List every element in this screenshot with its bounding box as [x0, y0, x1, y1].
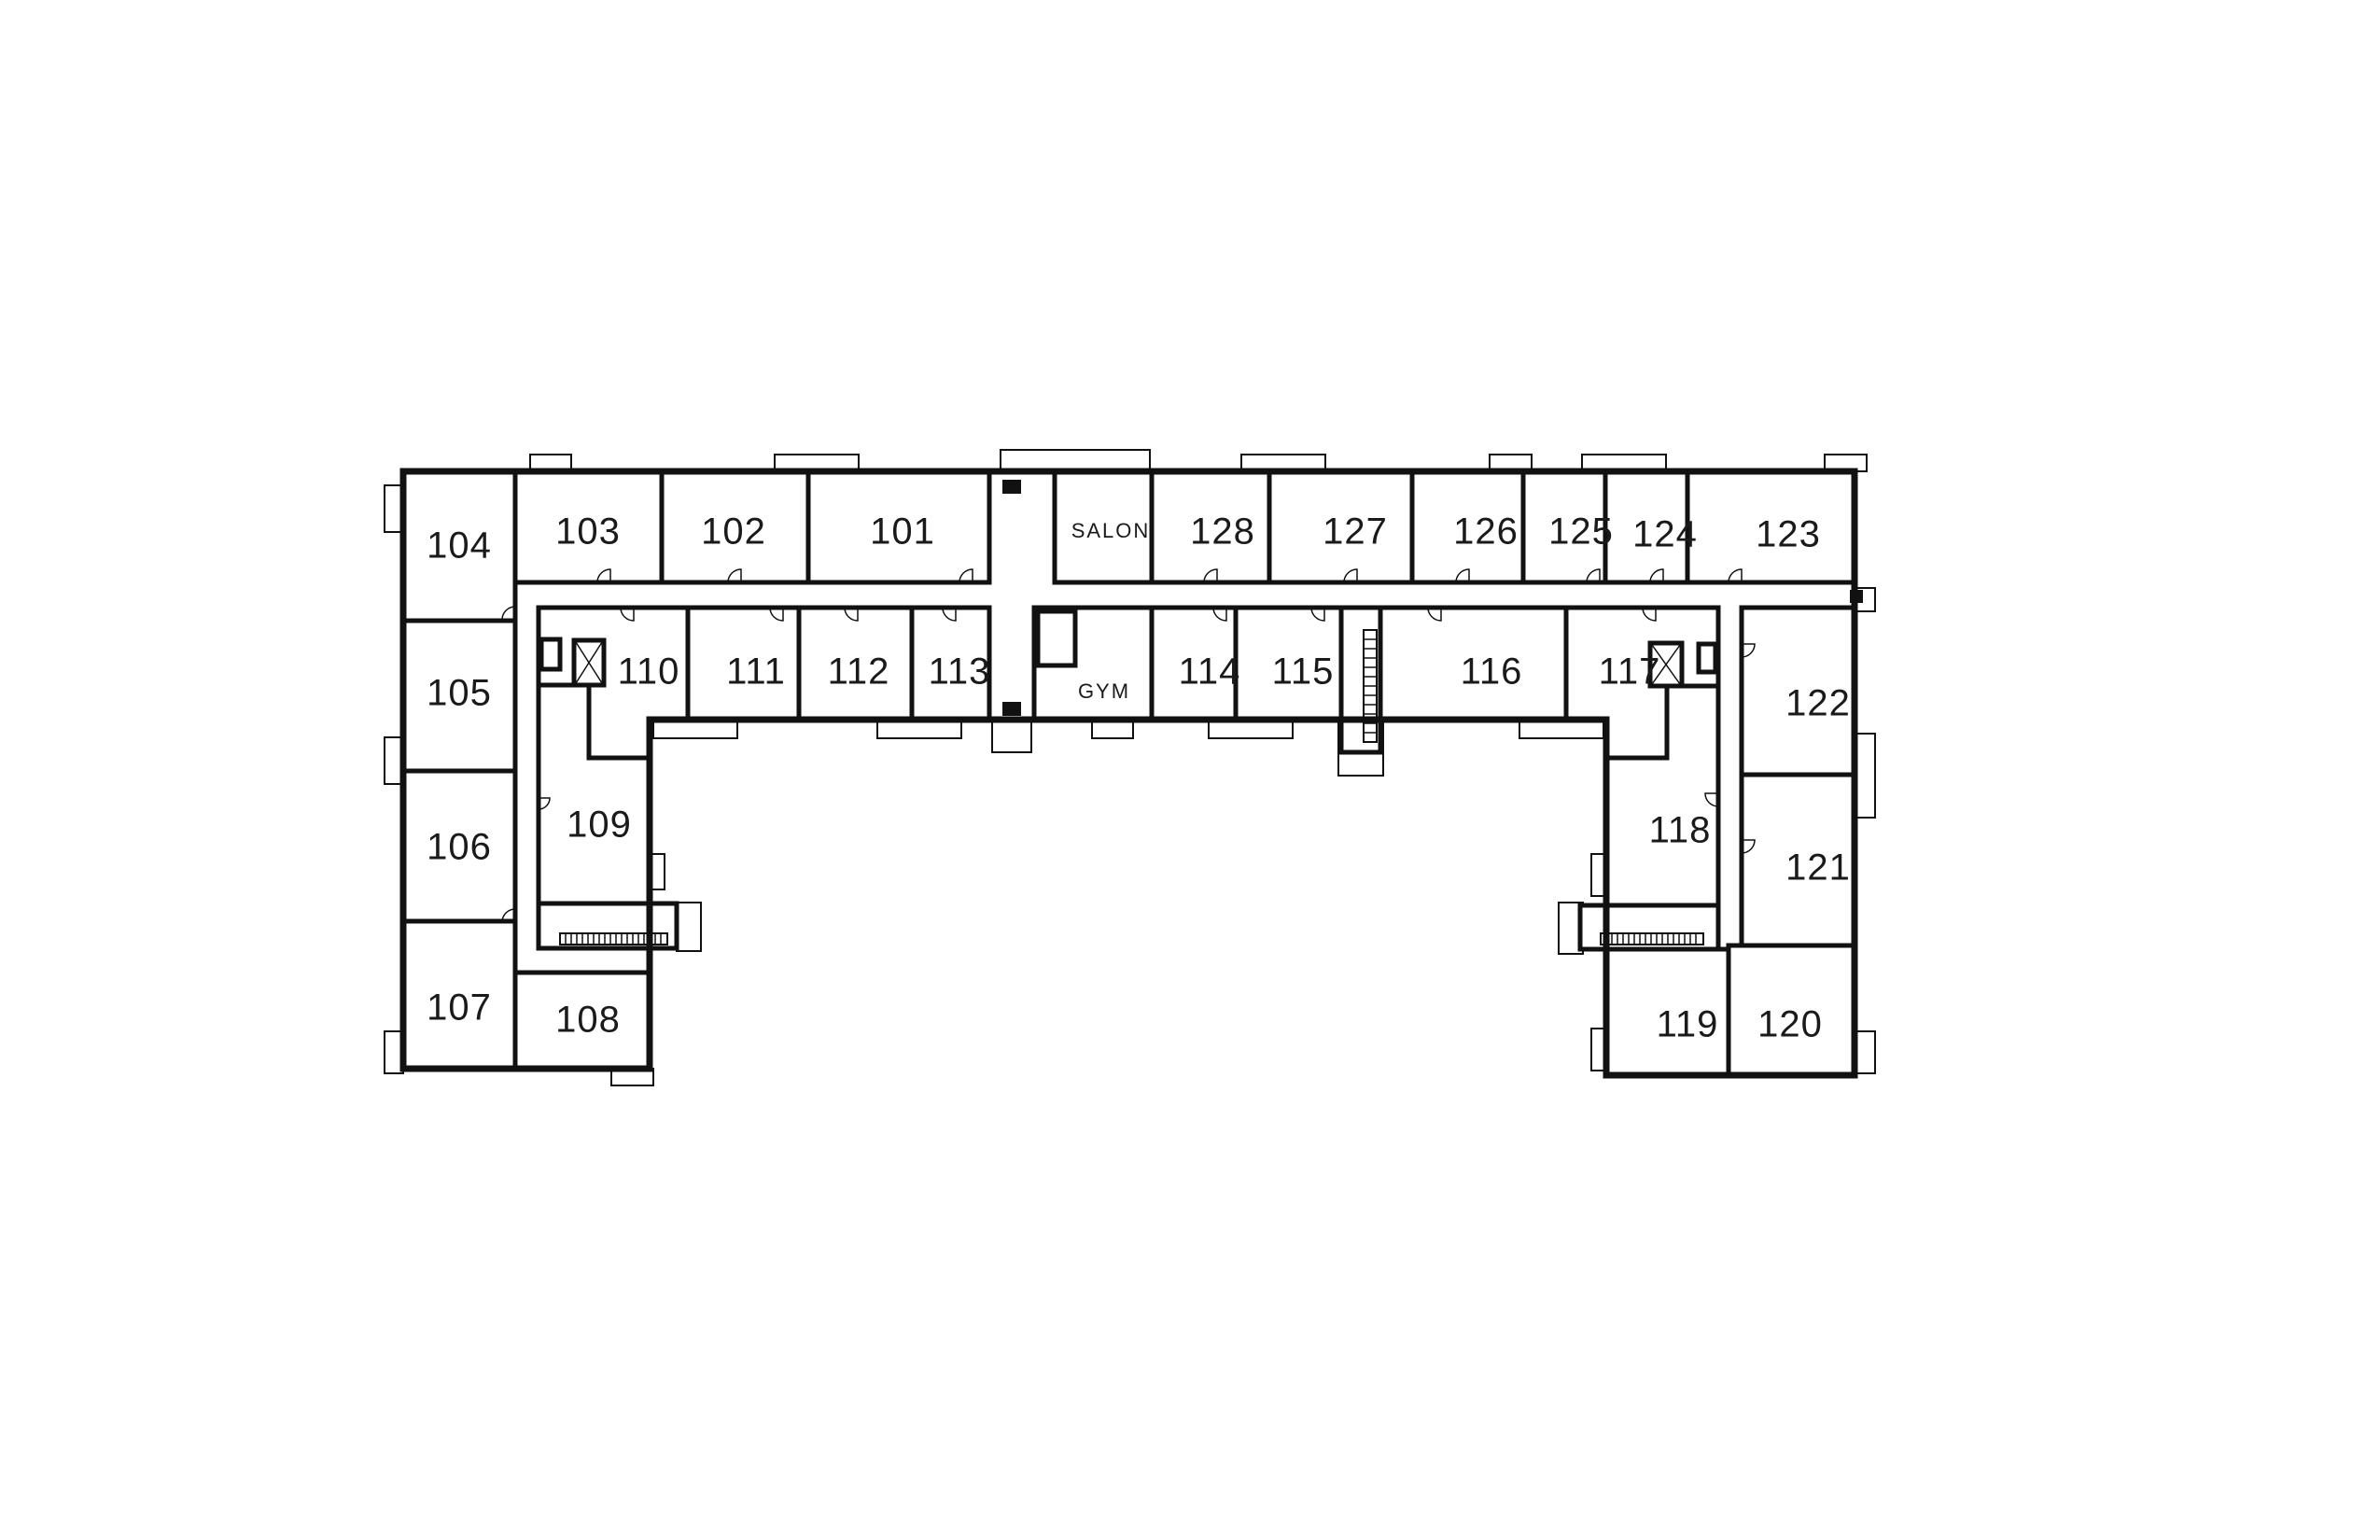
exterior-wall — [399, 468, 1858, 1079]
room-127[interactable] — [1267, 469, 1415, 585]
room-label-114: 114 — [1179, 651, 1241, 693]
room-label-118: 118 — [1649, 810, 1712, 851]
rooms — [400, 469, 1857, 1078]
room-label-128: 128 — [1190, 511, 1255, 553]
room-labels: 104 105 106 107 103 102 101 SALON 128 12… — [427, 511, 1851, 1045]
room-label-106: 106 — [427, 827, 492, 868]
room-128[interactable] — [1149, 469, 1272, 585]
doors — [501, 568, 1756, 923]
room-label-123: 123 — [1756, 514, 1821, 555]
column — [1002, 480, 1021, 494]
room-label-112: 112 — [828, 651, 890, 693]
room-label-117: 117 — [1599, 651, 1661, 693]
room-label-122: 122 — [1785, 683, 1851, 724]
room-label-124: 124 — [1632, 514, 1698, 555]
room-label-102: 102 — [701, 511, 766, 553]
room-label-119: 119 — [1657, 1004, 1719, 1045]
windows — [384, 449, 1876, 1086]
room-101[interactable] — [805, 469, 992, 585]
room-label-101: 101 — [870, 511, 935, 553]
room-label-115: 115 — [1272, 651, 1335, 693]
room-label-110: 110 — [618, 651, 680, 693]
room-label-127: 127 — [1323, 511, 1388, 553]
room-126[interactable] — [1409, 469, 1526, 585]
room-label-108: 108 — [555, 1000, 621, 1041]
room-label-104: 104 — [427, 525, 492, 567]
room-label-107: 107 — [427, 987, 492, 1029]
room-label-126: 126 — [1453, 511, 1519, 553]
room-label-111: 111 — [726, 651, 786, 693]
room-label-salon: SALON — [1071, 519, 1151, 542]
room-label-gym: GYM — [1078, 679, 1130, 703]
room-label-125: 125 — [1548, 511, 1614, 553]
stairs-west-icon — [559, 932, 668, 945]
room-label-120: 120 — [1757, 1004, 1823, 1045]
stairs-center-icon — [1363, 629, 1378, 743]
room-label-121: 121 — [1785, 847, 1851, 889]
room-label-113: 113 — [929, 651, 991, 693]
room-112[interactable] — [796, 605, 915, 722]
utilities — [539, 480, 1863, 945]
room-label-116: 116 — [1461, 651, 1523, 693]
room-113[interactable] — [909, 605, 992, 722]
room-label-105: 105 — [427, 673, 492, 714]
stairs-east-icon — [1600, 932, 1704, 945]
column — [1002, 702, 1021, 716]
room-label-103: 103 — [555, 511, 621, 553]
room-label-109: 109 — [567, 805, 632, 846]
